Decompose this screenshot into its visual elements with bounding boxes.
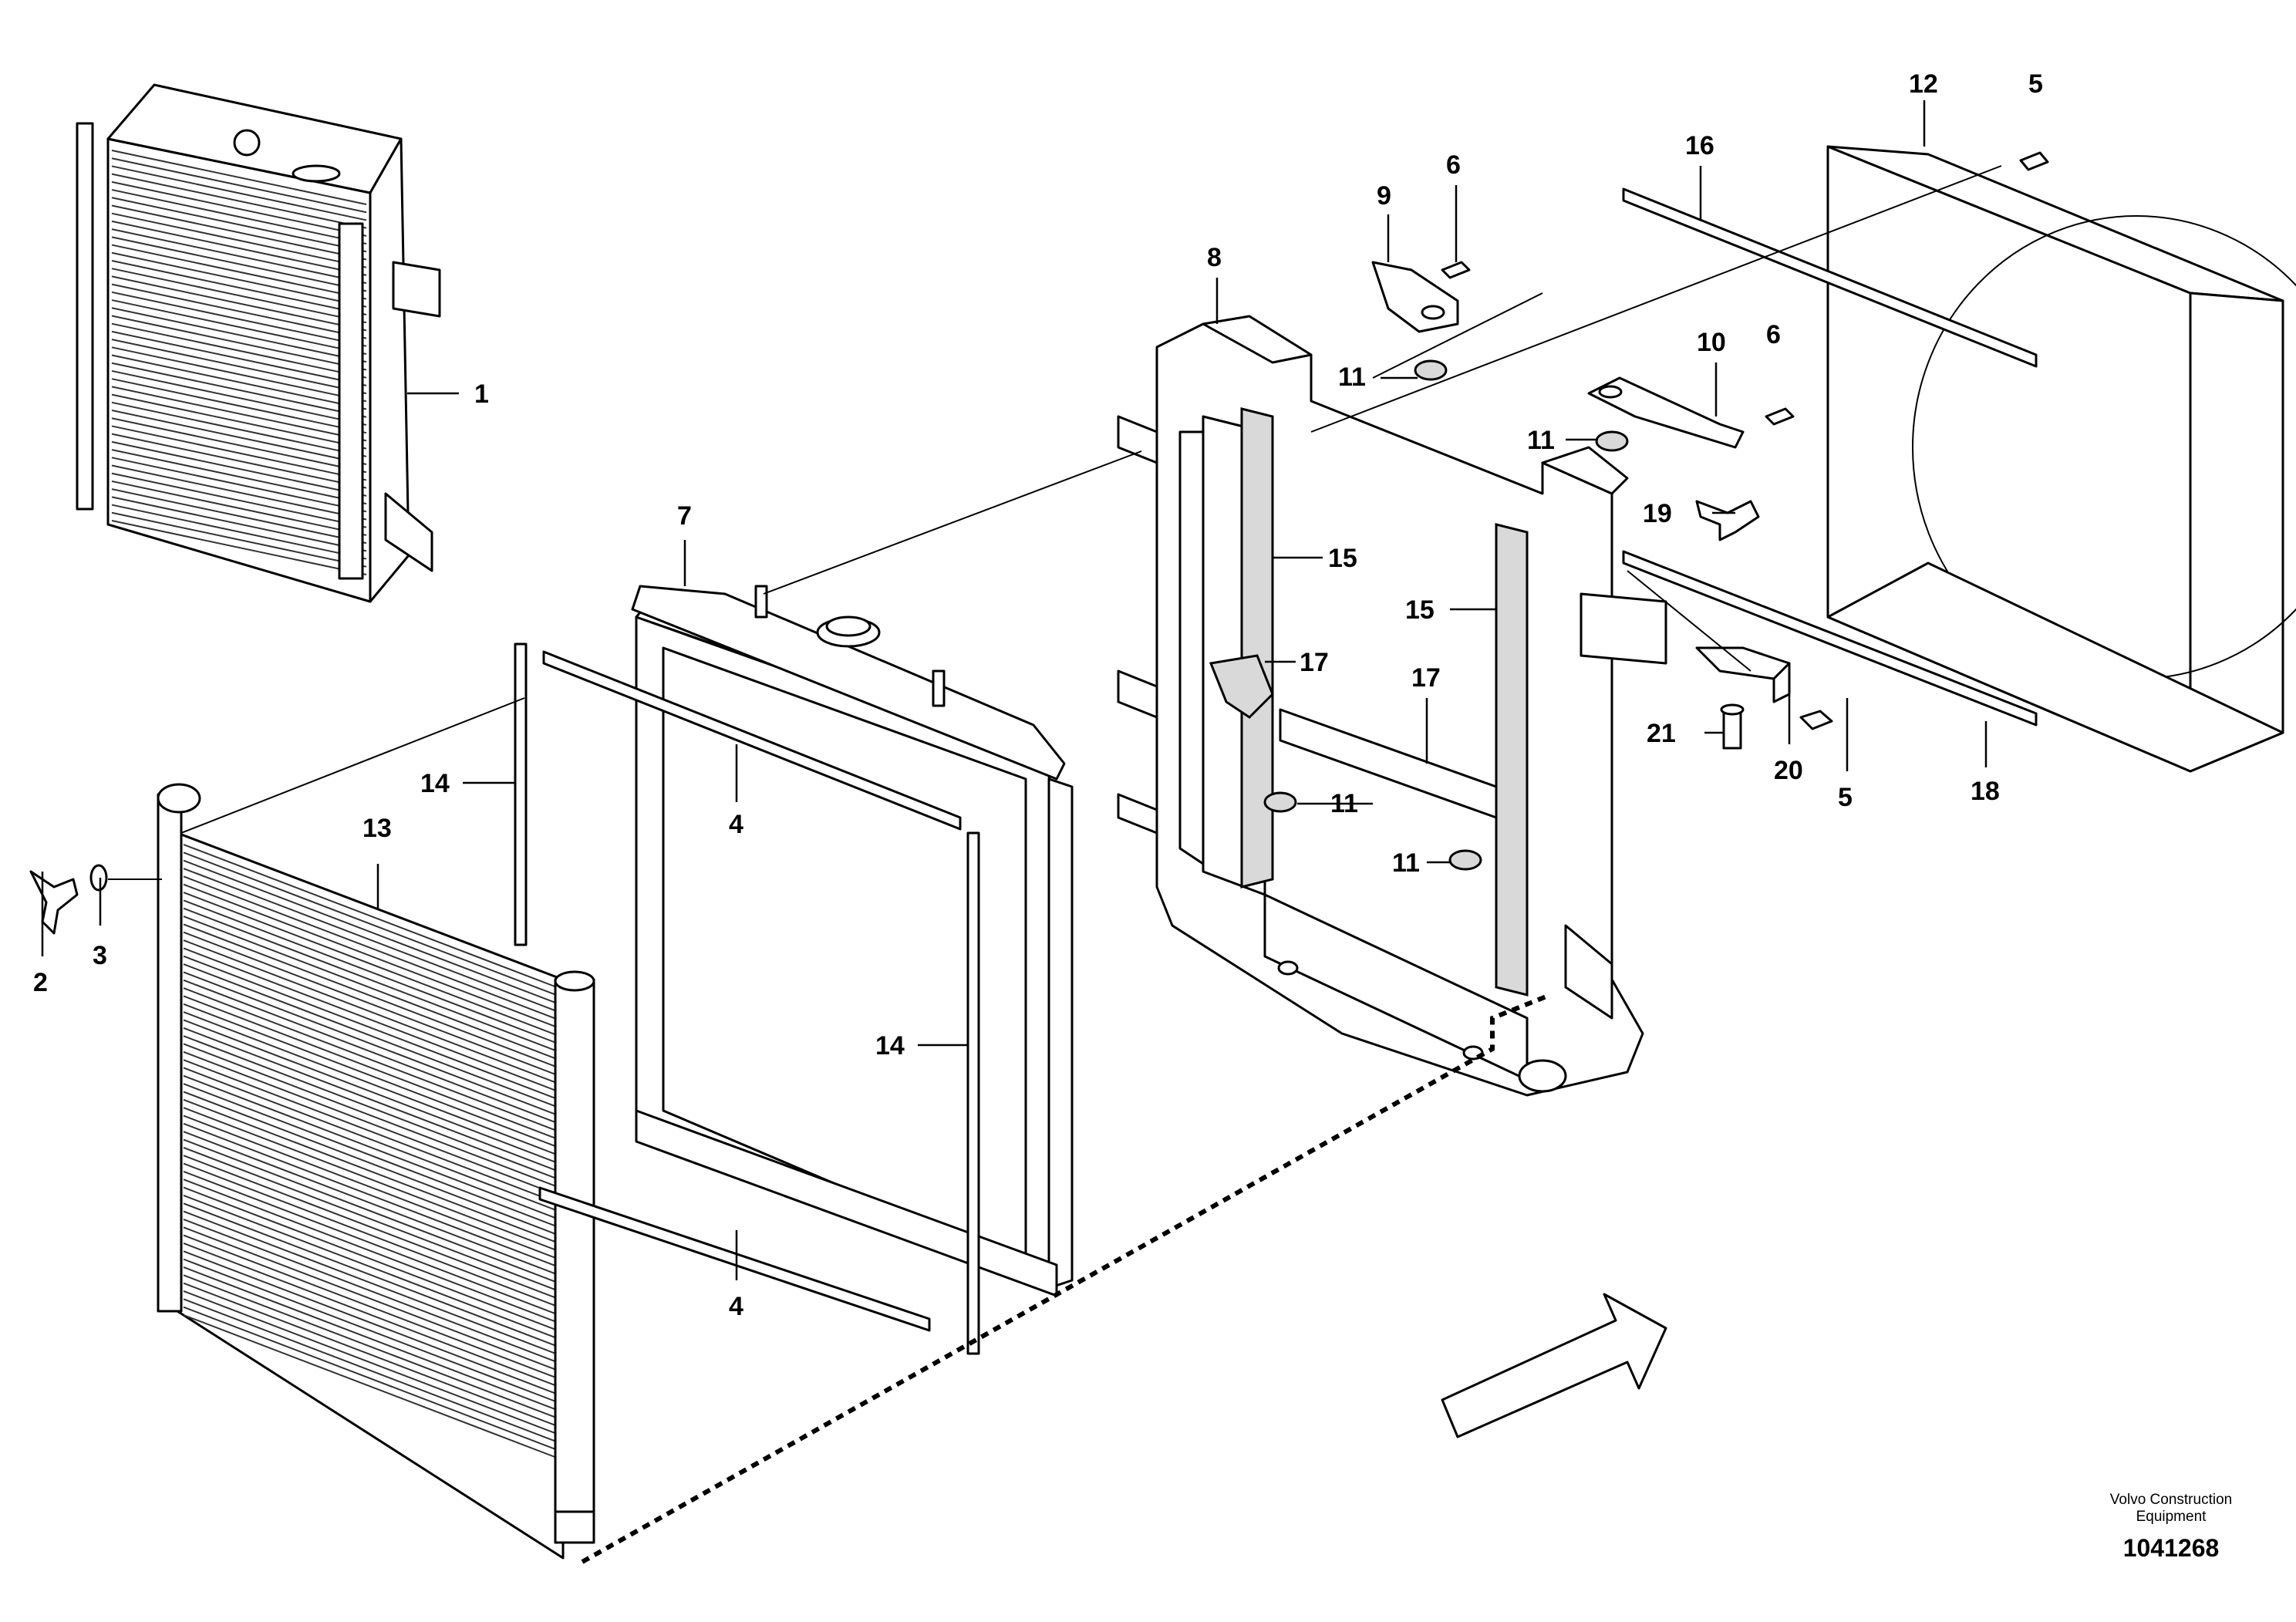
callout-15-right: 15 [1405, 595, 1435, 625]
callout-5-top: 5 [2028, 69, 2043, 99]
callout-11-b: 11 [1527, 426, 1555, 455]
airflow-direction-arrow [1441, 1293, 1667, 1438]
callout-14-right: 14 [875, 1031, 905, 1061]
bracket-part-20 [1695, 646, 1791, 703]
callout-7: 7 [677, 501, 692, 531]
callout-3: 3 [93, 941, 107, 970]
callout-11-d: 11 [1392, 848, 1420, 878]
callout-11-a: 11 [1338, 363, 1366, 392]
seal-strip-part-4-bottom [538, 1186, 931, 1332]
callout-8: 8 [1207, 243, 1222, 272]
callout-17-upper: 17 [1300, 648, 1329, 677]
rubber-mount-part-11-a [1414, 359, 1448, 381]
callout-20: 20 [1774, 756, 1803, 785]
seal-strip-part-4-top [542, 650, 962, 831]
condenser-part-13 [157, 783, 595, 1560]
bolt-part-5-top [2019, 151, 2049, 171]
callout-21: 21 [1647, 719, 1676, 748]
frame-part-8 [1117, 315, 1667, 1097]
document-number: 1041268 [2123, 1534, 2220, 1562]
callout-2: 2 [33, 968, 48, 997]
callout-17-lower: 17 [1411, 663, 1441, 693]
seal-strip-part-14-right [966, 831, 980, 1355]
callout-11-c: 11 [1330, 789, 1358, 818]
rubber-pad-part-17-upper [1209, 654, 1274, 719]
callouts: 1 2 3 4 4 5 5 6 6 7 8 9 10 11 11 11 11 1… [33, 69, 2043, 1321]
rubber-mount-part-11-c [1263, 791, 1297, 813]
radiator-assembly-part-1 [76, 83, 441, 603]
radiator-core-part-7 [631, 585, 1074, 1297]
bolt-part-5-bottom [1799, 710, 1833, 730]
washer-part-3 [89, 864, 108, 892]
leader-lines [41, 100, 2002, 1280]
callout-6-a: 6 [1446, 150, 1461, 180]
callout-13: 13 [362, 814, 392, 843]
bracket-part-10 [1587, 376, 1745, 449]
company-name-line-2: Equipment [2136, 1509, 2207, 1525]
callout-12: 12 [1909, 69, 1938, 99]
seal-strip-part-14-left [514, 642, 528, 946]
callout-5-bottom: 5 [1838, 783, 1853, 812]
footer: Volvo Construction Equipment 1041268 [2110, 1492, 2232, 1562]
dotted-connector [581, 993, 1552, 1564]
wing-nut-part-2 [29, 870, 79, 935]
seal-strip-part-18 [1622, 550, 2038, 727]
callout-10: 10 [1697, 328, 1726, 357]
bracket-part-9 [1371, 261, 1459, 333]
callout-19: 19 [1643, 499, 1672, 528]
bolt-part-6-b [1765, 407, 1795, 426]
callout-9: 9 [1377, 181, 1391, 211]
callout-15-left: 15 [1328, 544, 1357, 573]
wing-nut-part-19 [1695, 500, 1760, 541]
rubber-mount-part-11-b [1595, 430, 1629, 452]
callout-4-top: 4 [729, 810, 743, 839]
rubber-pad-part-17-lower [1279, 708, 1498, 819]
callout-4-bottom: 4 [729, 1292, 743, 1321]
bolt-part-6-a [1441, 261, 1471, 279]
callout-18: 18 [1971, 777, 2000, 806]
company-name-line-1: Volvo Construction [2110, 1492, 2232, 1508]
callout-6-b: 6 [1766, 320, 1781, 349]
bolt-part-21 [1720, 703, 1745, 750]
fan-shroud-part-12 [1826, 145, 2296, 773]
callout-16: 16 [1685, 131, 1714, 160]
rubber-mount-part-11-d [1448, 849, 1482, 871]
seal-strip-part-16 [1622, 187, 2038, 368]
callout-1: 1 [474, 379, 489, 409]
callout-14-left: 14 [420, 769, 450, 798]
